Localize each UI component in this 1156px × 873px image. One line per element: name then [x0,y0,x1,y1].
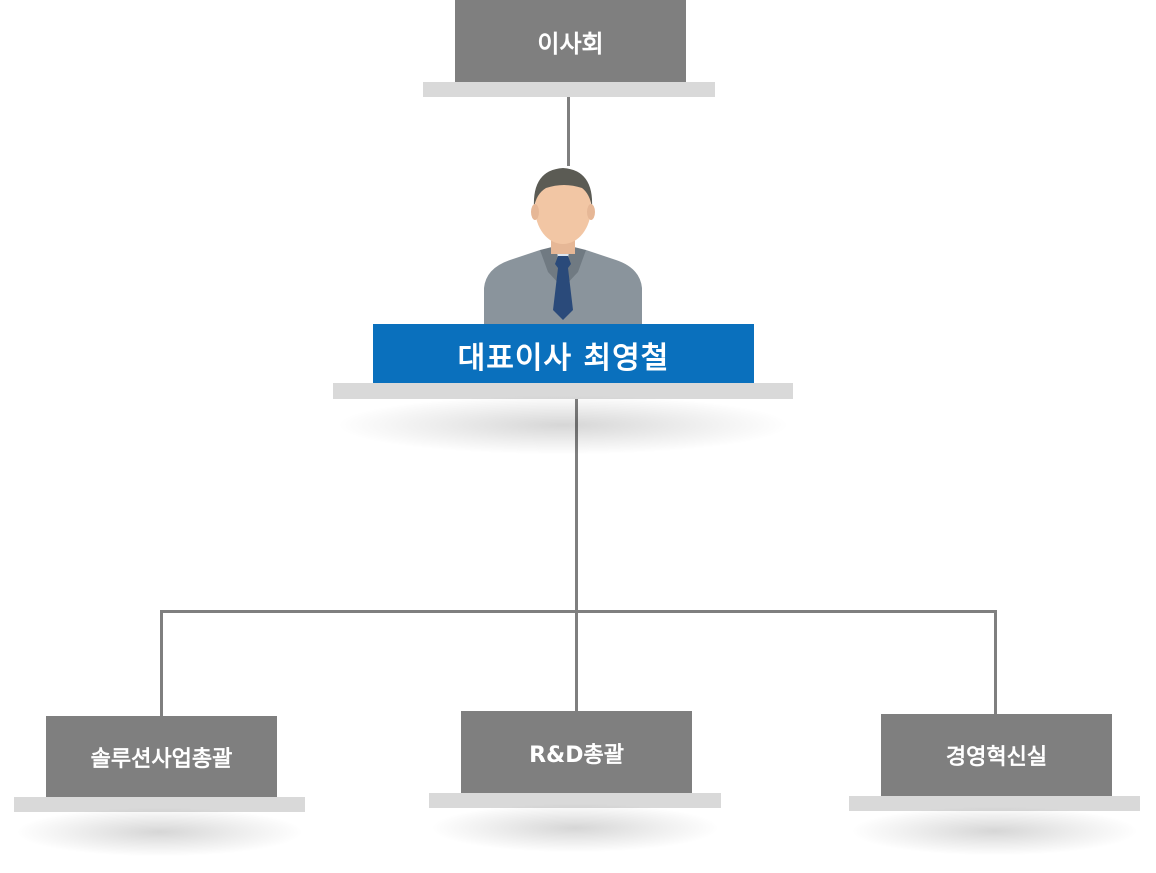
businessman-icon [484,168,642,328]
division-shadow-innovation [853,807,1136,855]
connector-horizontal-bar [160,610,997,613]
division-node-rnd: R&D총괄 [461,711,692,793]
face [535,172,591,244]
ceo-shadow [340,396,786,454]
right-ear [587,204,595,220]
hair [533,168,593,208]
ceo-shelf [333,383,793,399]
board-shelf [423,82,715,97]
board-node: 이사회 [455,0,686,82]
connector-to-solutions [160,610,163,717]
connector-ceo-trunk [575,398,578,612]
connector-to-rnd [575,610,578,712]
tie [553,256,573,320]
division-shadow-rnd [433,804,717,852]
connector-to-innovation [994,610,997,715]
division-shelf-solutions [14,797,305,812]
division-node-innovation: 경영혁신실 [881,714,1112,796]
ceo-node: 대표이사 최영철 [373,324,754,385]
division-shelf-innovation [849,796,1140,811]
left-ear [531,204,539,220]
division-shadow-solutions [18,808,301,856]
division-shelf-rnd [429,793,721,808]
division-node-solutions: 솔루션사업총괄 [46,716,277,797]
connector-board-ceo [567,96,570,166]
